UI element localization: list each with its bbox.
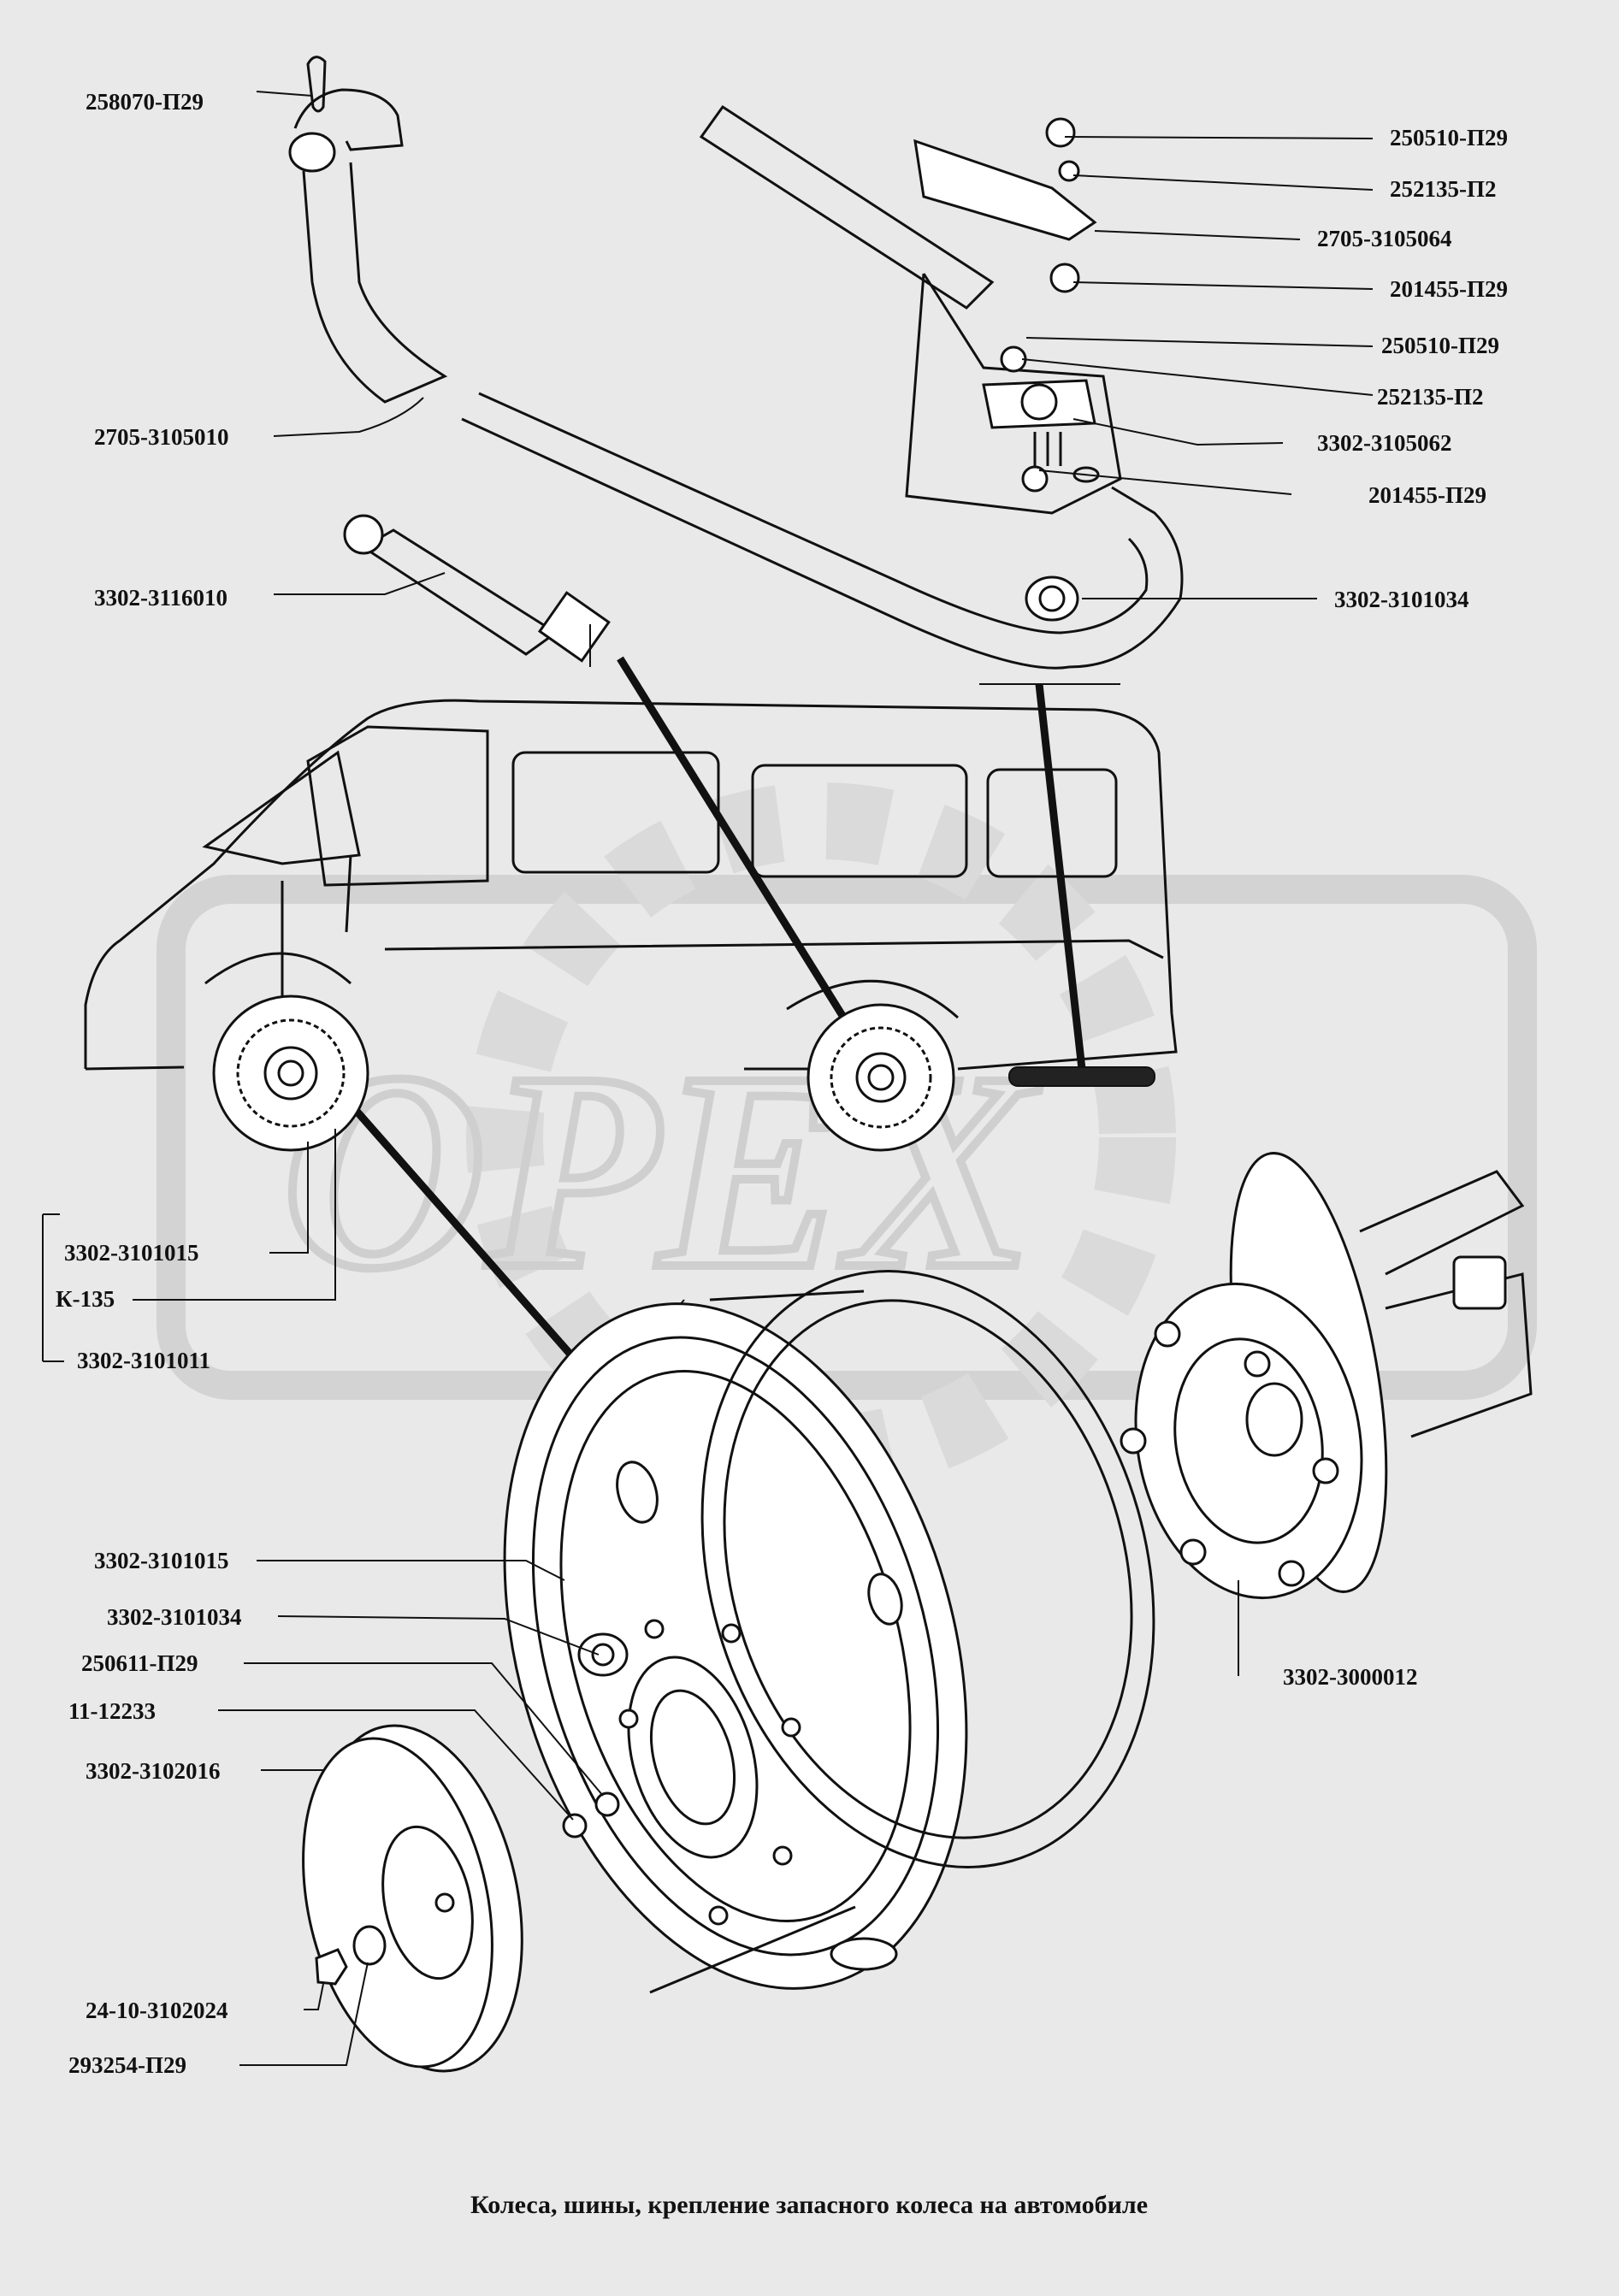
label-leaders xyxy=(42,91,1374,2066)
van-drawing xyxy=(84,699,1178,1152)
label-250510-p29-a: 250510-П29 xyxy=(1390,125,1508,151)
label-293254-p29: 293254-П29 xyxy=(68,2052,186,2078)
label-3302-3101015-a: 3302-3101015 xyxy=(64,1240,199,1266)
label-252135-p2-b: 252135-П2 xyxy=(1377,384,1484,410)
label-201455-p29-a: 201455-П29 xyxy=(1390,276,1508,302)
label-3302-3101034-a: 3302-3101034 xyxy=(1334,587,1469,612)
label-24-10-3102024: 24-10-3102024 xyxy=(86,1998,227,2023)
label-201455-p29-b: 201455-П29 xyxy=(1368,482,1486,508)
spare-wheel-carrier-drawing xyxy=(288,56,1184,670)
label-3302-3000012: 3302-3000012 xyxy=(1283,1664,1418,1690)
label-258070-p29: 258070-П29 xyxy=(86,89,204,115)
label-3302-3102016: 3302-3102016 xyxy=(86,1758,221,1784)
label-k-135: К-135 xyxy=(56,1286,115,1312)
part-labels: 258070-П29 250510-П29 252135-П2 2705-310… xyxy=(56,89,1508,2078)
label-3302-3101015-b: 3302-3101015 xyxy=(94,1548,229,1573)
label-250510-p29-b: 250510-П29 xyxy=(1381,333,1499,358)
label-2705-3105010: 2705-3105010 xyxy=(94,424,229,450)
label-3302-3105062: 3302-3105062 xyxy=(1317,430,1452,456)
label-2705-3105064: 2705-3105064 xyxy=(1317,226,1452,251)
diagram-caption: Колеса, шины, крепление запасного колеса… xyxy=(470,2191,1148,2219)
label-250611-p29: 250611-П29 xyxy=(81,1650,198,1676)
valve-tube-drawing xyxy=(343,514,611,663)
wheel-rim-drawing xyxy=(503,1270,1155,1994)
hub-assembly-drawing xyxy=(1120,1152,1533,1600)
label-3302-3101034-b: 3302-3101034 xyxy=(107,1604,242,1630)
label-3302-3101011: 3302-3101011 xyxy=(77,1348,210,1373)
label-11-12233: 11-12233 xyxy=(68,1698,156,1724)
label-3302-3116010: 3302-3116010 xyxy=(94,585,227,611)
label-252135-p2-a: 252135-П2 xyxy=(1390,176,1497,202)
wheel-cap-drawing xyxy=(302,1724,523,2073)
